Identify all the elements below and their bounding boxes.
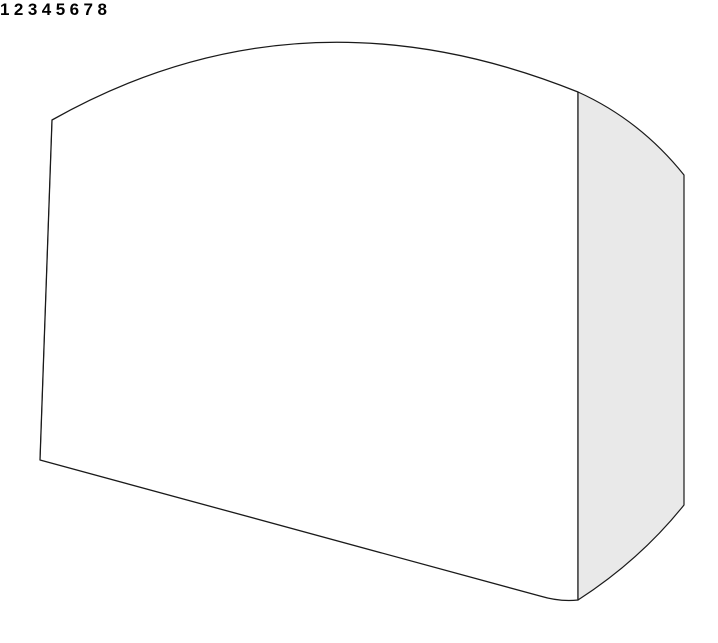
callout-6-label: 6 (69, 0, 80, 19)
callout-1-label: 1 (0, 0, 10, 19)
callout-3: 3 (27, 0, 42, 19)
callout-8-label: 8 (97, 0, 107, 19)
callout-4-label: 4 (41, 0, 52, 19)
callout-7-label: 7 (83, 0, 93, 19)
callout-2-label: 2 (13, 0, 24, 19)
callout-4: 4 (41, 0, 56, 19)
cabinet-body (39, 41, 685, 602)
callout-5: 5 (55, 0, 70, 19)
callout-3-label: 3 (27, 0, 38, 19)
callout-5-label: 5 (55, 0, 66, 19)
callout-6: 6 (69, 0, 84, 19)
callout-2: 2 (13, 0, 28, 19)
callout-1: 1 (0, 0, 14, 19)
callout-8: 8 (97, 0, 107, 19)
callout-7: 7 (83, 0, 98, 19)
